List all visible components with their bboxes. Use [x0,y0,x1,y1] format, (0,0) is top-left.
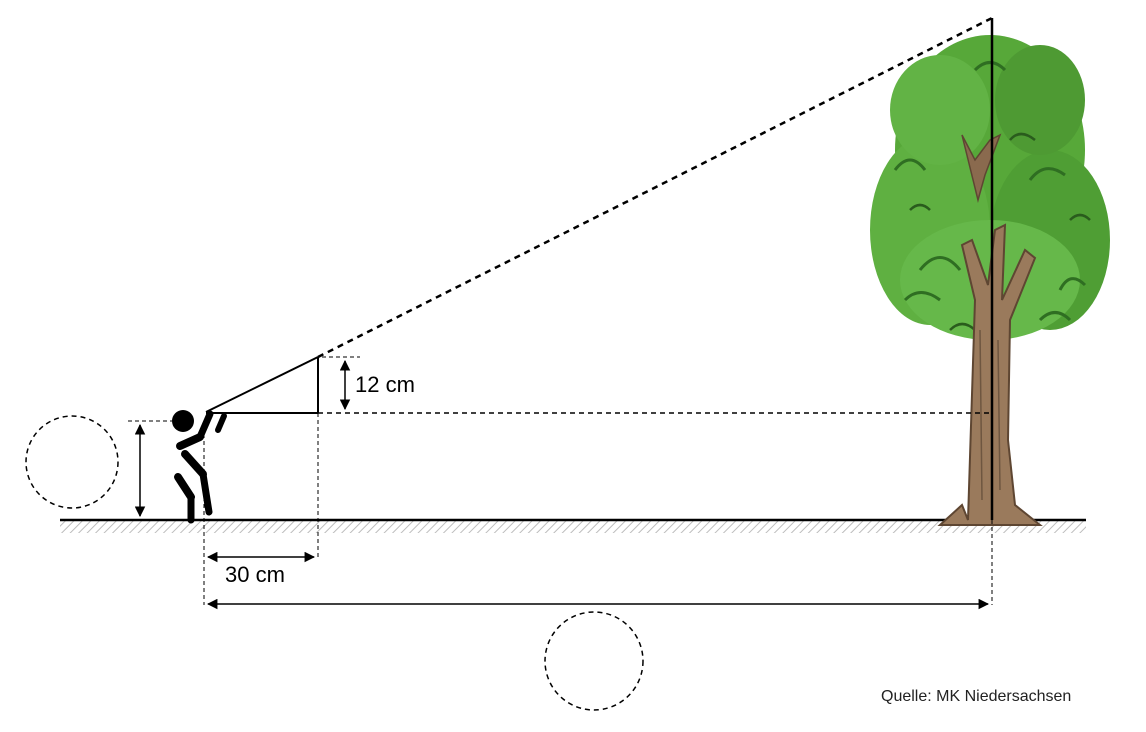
tree-icon [870,35,1110,526]
measuring-triangle [205,356,319,414]
eye-height-answer-circle [25,415,119,509]
vertical-measure-label: 12 cm [355,372,415,397]
distance-answer-circle [544,611,644,711]
sight-line-dashed [317,16,993,359]
horizontal-measure-label: 30 cm [225,562,285,587]
ground-hatching [60,521,1086,533]
source-credit: Quelle: MK Niedersachsen [881,688,1072,705]
tree-trunk [937,133,1043,526]
person-icon [172,410,227,524]
